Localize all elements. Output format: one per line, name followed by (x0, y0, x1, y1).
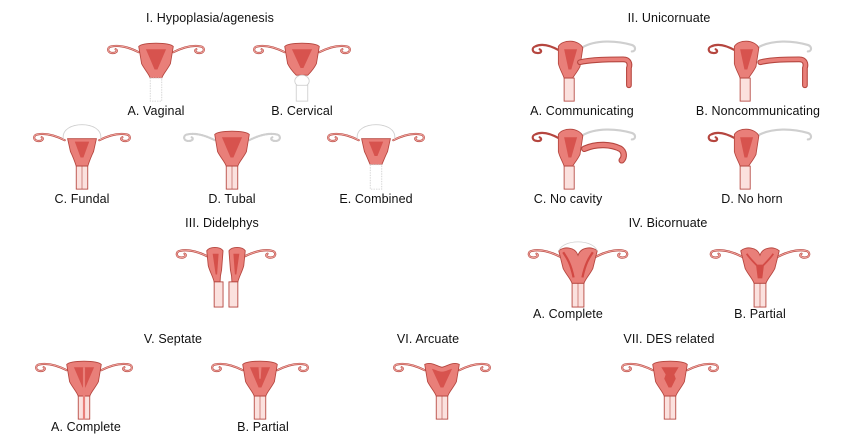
diagram-hypo-vaginal (86, 32, 226, 104)
label-uni-no-cavity: C. No cavity (534, 192, 603, 206)
diagram-septate-partial (190, 350, 330, 422)
label-uni-communicating: A. Communicating (530, 104, 634, 118)
diagram-hypo-combined (306, 120, 446, 192)
diagram-uni-communicating (510, 32, 660, 104)
diagram-arcuate (372, 350, 512, 422)
label-hypo-cervical: B. Cervical (271, 104, 333, 118)
diagram-uni-no-cavity (510, 120, 660, 192)
diagram-des-related (598, 350, 742, 422)
group-title-unicornuate: II. Unicornuate (628, 11, 711, 25)
group-title-bicornuate: IV. Bicornuate (629, 216, 708, 230)
label-septate-complete: A. Complete (51, 420, 121, 434)
diagram-uni-no-horn (686, 120, 836, 192)
diagram-hypo-cervical (232, 32, 372, 104)
diagram-bicornuate-complete (508, 236, 648, 310)
diagram-didelphys (156, 236, 296, 310)
group-title-septate: V. Septate (144, 332, 202, 346)
group-title-didelphys: III. Didelphys (185, 216, 259, 230)
diagram-uni-noncommunicating (686, 32, 836, 104)
label-hypo-combined: E. Combined (339, 192, 412, 206)
group-title-des: VII. DES related (623, 332, 714, 346)
label-septate-partial: B. Partial (237, 420, 289, 434)
group-title-arcuate: VI. Arcuate (397, 332, 459, 346)
diagram-hypo-fundal (12, 120, 152, 192)
diagram-septate-complete (14, 350, 154, 422)
label-hypo-vaginal: A. Vaginal (127, 104, 184, 118)
label-hypo-fundal: C. Fundal (54, 192, 109, 206)
diagram-bicornuate-partial (690, 236, 830, 310)
label-uni-no-horn: D. No horn (721, 192, 782, 206)
label-hypo-tubal: D. Tubal (208, 192, 255, 206)
group-title-hypoplasia: I. Hypoplasia/agenesis (146, 11, 274, 25)
diagram-hypo-tubal (162, 120, 302, 192)
label-uni-noncommunicating: B. Noncommunicating (696, 104, 820, 118)
